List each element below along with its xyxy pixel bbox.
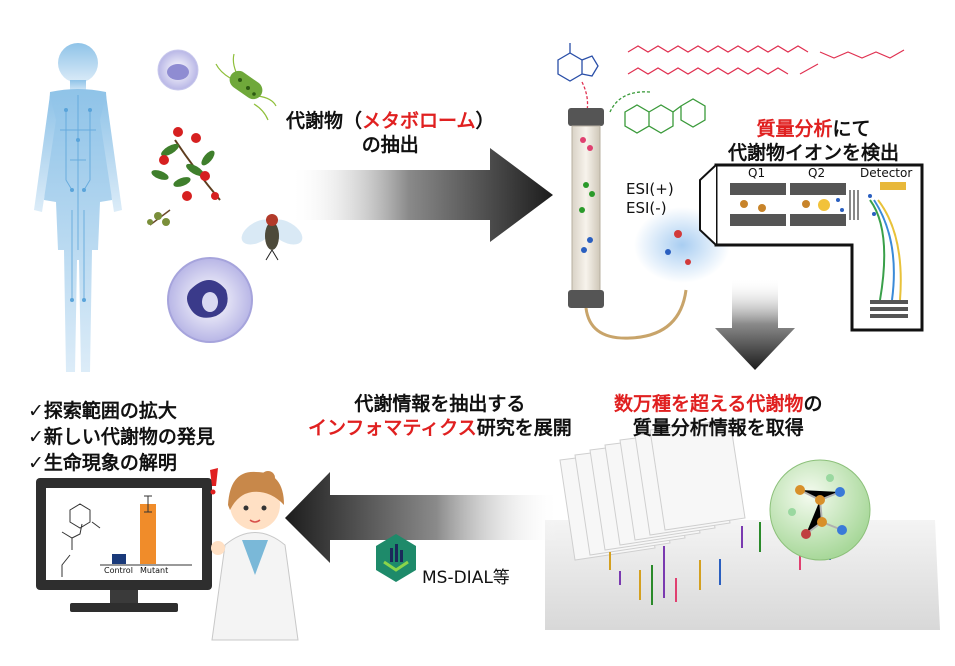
ms-detector-label: Detector: [860, 166, 913, 180]
informatics-line2-post: 研究を展開: [476, 416, 572, 439]
adenine-molecule-icon: [557, 43, 599, 82]
detection-line1-red: 質量分析: [756, 118, 833, 140]
outcome-item: ✓生命現象の解明: [28, 452, 177, 474]
bar-control: [112, 554, 126, 564]
ms-dial-logo: [376, 534, 416, 582]
outcome-item: ✓新しい代謝物の発見: [28, 426, 215, 448]
flavonoid-molecule-icon: [624, 98, 706, 134]
scientist-icon: [211, 471, 299, 641]
herb-sprig-icon: [147, 209, 171, 226]
esi-positive-label: ESI(+): [626, 180, 674, 198]
ms-q2-label: Q2: [808, 166, 826, 180]
extraction-line2: の抽出: [361, 133, 419, 156]
ionization-down-arrow: [715, 278, 795, 370]
acquire-line1-red: 数万種を超える代謝物: [614, 393, 804, 415]
lipid-molecule-icon: [627, 45, 905, 75]
ms-q1-label: Q1: [748, 166, 766, 180]
extraction-line1-red: メタボローム: [362, 110, 476, 132]
monitor-category-mutant: Mutant: [140, 566, 169, 575]
esi-negative-label: ESI(-): [626, 199, 667, 217]
spectra-stack-illustration: [545, 419, 940, 630]
error-bar-mutant: [144, 495, 152, 513]
informatics-line1: 代謝情報を抽出する: [354, 393, 526, 415]
bacterium-icon: [215, 53, 277, 121]
mass-spectrometer-icon: [699, 163, 924, 332]
extraction-line1-post: ）: [475, 110, 495, 132]
informatics-line2-red: インフォマティクス: [308, 416, 477, 439]
detection-line1-post: にて: [832, 118, 871, 140]
white-blood-cell-icon: [167, 257, 253, 343]
lc-column-icon: [568, 108, 688, 340]
immune-cell-icon: [157, 49, 199, 91]
molecule-sphere-icon: [769, 459, 871, 561]
bar-mutant: [140, 504, 156, 564]
acquire-line2: 質量分析情報を取得: [632, 416, 804, 439]
fly-icon: [241, 214, 303, 261]
tool-label: MS-DIAL等: [422, 568, 510, 588]
informatics-arrow: [285, 472, 560, 563]
acquire-line1-post: の: [803, 393, 823, 415]
exclamation-icon: [210, 468, 218, 495]
extraction-label: 代謝物（メタボローム） の抽出: [286, 110, 494, 158]
acquire-label: 数万種を超える代謝物の 質量分析情報を取得: [614, 393, 822, 441]
monitor-icon: [36, 478, 212, 612]
detection-line2: 代謝物イオンを検出: [728, 141, 900, 164]
extraction-line1-pre: 代謝物（: [286, 110, 363, 132]
human-body-icon: [34, 43, 122, 372]
monitor-category-control: Control: [104, 566, 133, 575]
outcomes-list: ✓探索範囲の拡大 ✓新しい代謝物の発見 ✓生命現象の解明: [28, 398, 215, 476]
detection-label: 質量分析にて 代謝物イオンを検出: [728, 118, 899, 166]
outcome-item: ✓探索範囲の拡大: [28, 400, 177, 422]
nucleoside-structure-icon: [61, 503, 101, 577]
monitor-bar-chart: [100, 495, 192, 566]
informatics-label: 代謝情報を抽出する インフォマティクス研究を展開: [308, 393, 572, 441]
berry-plant-icon: [151, 127, 221, 201]
extraction-arrow: [290, 148, 553, 242]
